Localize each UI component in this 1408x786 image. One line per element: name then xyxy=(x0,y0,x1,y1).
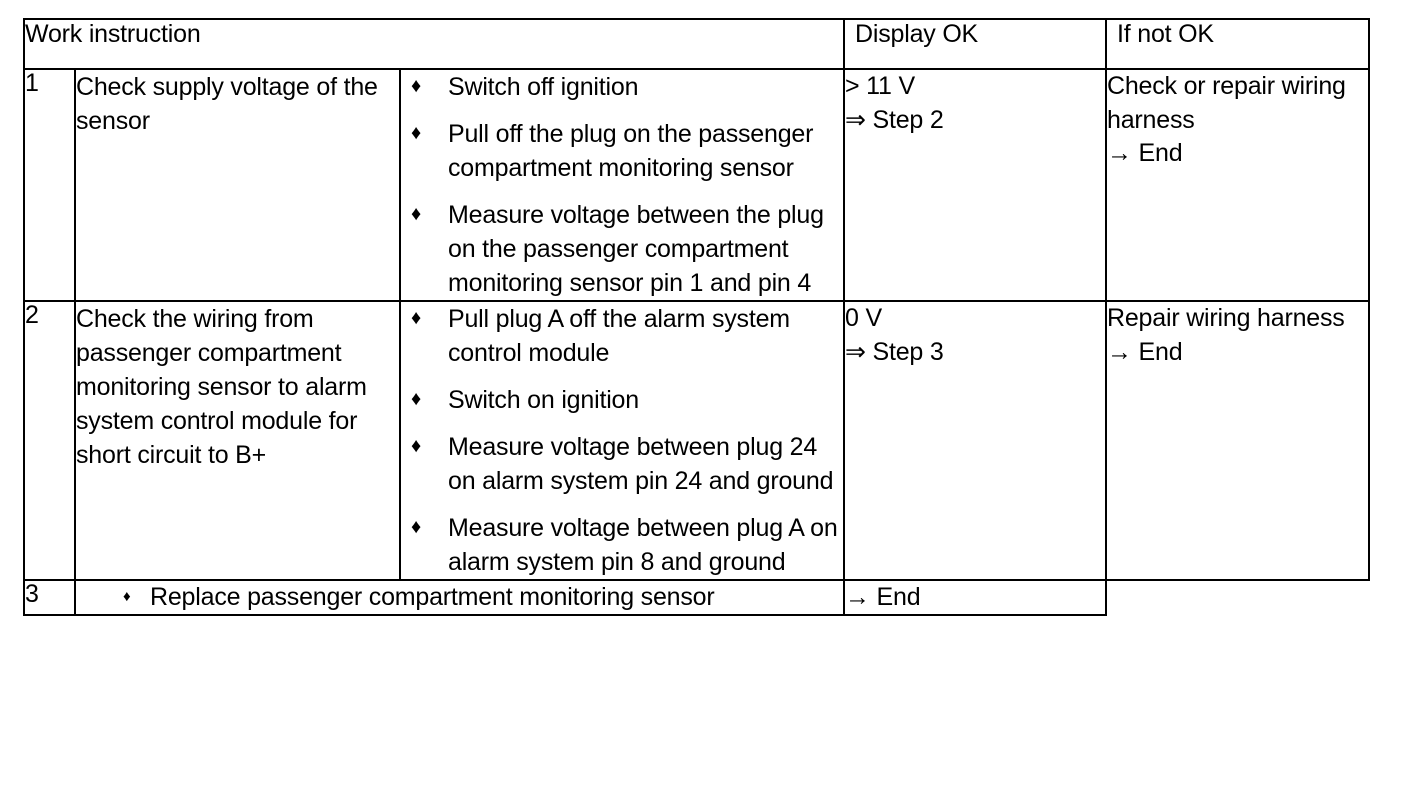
list-item-label: Measure voltage between plug A on alarm … xyxy=(448,514,838,576)
table-row: 1 Check supply voltage of the sensor ♦ S… xyxy=(23,68,1370,302)
list-item: ♦ Measure voltage between plug A on alar… xyxy=(401,511,843,579)
header-work-instruction: Work instruction xyxy=(23,18,845,70)
steps-list: ♦ Switch off ignition ♦ Pull off the plu… xyxy=(401,70,843,300)
row-steps-cell: ♦ Pull plug A off the alarm system contr… xyxy=(399,300,845,581)
if-not-ok-next-step: → End xyxy=(1107,337,1183,366)
row-number: 2 xyxy=(23,300,76,581)
list-item: ♦ Switch off ignition xyxy=(401,70,843,104)
table-row: 2 Check the wiring from passenger compar… xyxy=(23,300,1370,581)
list-item: ♦ Pull plug A off the alarm system contr… xyxy=(401,302,843,370)
diamond-bullet-icon: ♦ xyxy=(411,435,422,457)
list-item: ♦ Pull off the plug on the passenger com… xyxy=(401,117,843,185)
header-display-ok: Display OK xyxy=(843,18,1107,70)
table-header-row: Work instruction Display OK If not OK xyxy=(23,18,1370,70)
list-item-label: Measure voltage between plug 24 on alarm… xyxy=(448,433,834,495)
diamond-bullet-icon: ♦ xyxy=(411,307,422,329)
if-not-ok-action: Repair wiring harness xyxy=(1107,304,1345,332)
row-task-description: Check supply voltage of the sensor xyxy=(74,68,401,302)
list-item-label: Switch off ignition xyxy=(448,73,639,101)
row-steps-cell: ♦ Switch off ignition ♦ Pull off the plu… xyxy=(399,68,845,302)
diamond-bullet-icon: ♦ xyxy=(411,75,422,97)
list-item: ♦ Replace passenger compartment monitori… xyxy=(76,581,843,614)
list-item-label: Measure voltage between the plug on the … xyxy=(448,201,824,297)
row-task-description: Check the wiring from passenger compartm… xyxy=(74,300,401,581)
display-ok-value: 0 V xyxy=(845,304,882,332)
row-display-ok-cell: 0 V ⇒ Step 3 xyxy=(843,300,1107,581)
steps-list: ♦ Pull plug A off the alarm system contr… xyxy=(401,302,843,579)
list-item-label: Pull plug A off the alarm system control… xyxy=(448,305,790,367)
row-if-not-ok-cell-empty xyxy=(1106,579,1369,615)
row-display-ok-cell: → End xyxy=(843,579,1107,616)
row-steps-cell: ♦ Replace passenger compartment monitori… xyxy=(74,579,845,616)
row-number: 3 xyxy=(23,579,76,616)
header-if-not-ok: If not OK xyxy=(1105,18,1370,70)
diamond-bullet-icon: ♦ xyxy=(123,588,131,605)
list-item-label: Replace passenger compartment monitoring… xyxy=(150,583,715,611)
row-display-ok-cell: > 11 V ⇒ Step 2 xyxy=(843,68,1107,302)
list-item: ♦ Measure voltage between plug 24 on ala… xyxy=(401,430,843,498)
row-number: 1 xyxy=(23,68,76,302)
list-item-label: Pull off the plug on the passenger compa… xyxy=(448,120,814,182)
list-item: ♦ Switch on ignition xyxy=(401,383,843,417)
work-instruction-table: Work instruction Display OK If not OK 1 … xyxy=(23,18,1370,616)
diamond-bullet-icon: ♦ xyxy=(411,203,422,225)
if-not-ok-next-step: → End xyxy=(1107,139,1183,167)
display-ok-next-step: → End xyxy=(845,583,921,611)
row-if-not-ok-cell: Check or repair wiring harness → End xyxy=(1105,68,1370,302)
diamond-bullet-icon: ♦ xyxy=(411,516,422,538)
row-if-not-ok-cell: Repair wiring harness → End xyxy=(1105,300,1370,581)
table-row: 3 ♦ Replace passenger compartment monito… xyxy=(23,579,1369,616)
diamond-bullet-icon: ♦ xyxy=(411,388,422,410)
display-ok-next-step: ⇒ Step 2 xyxy=(845,105,944,134)
list-item-label: Switch on ignition xyxy=(448,386,639,414)
diamond-bullet-icon: ♦ xyxy=(411,122,422,144)
display-ok-next-step: ⇒ Step 3 xyxy=(845,337,944,366)
display-ok-value: > 11 V xyxy=(845,72,915,100)
if-not-ok-action: Check or repair wiring harness xyxy=(1107,72,1346,134)
list-item: ♦ Measure voltage between the plug on th… xyxy=(401,198,843,300)
